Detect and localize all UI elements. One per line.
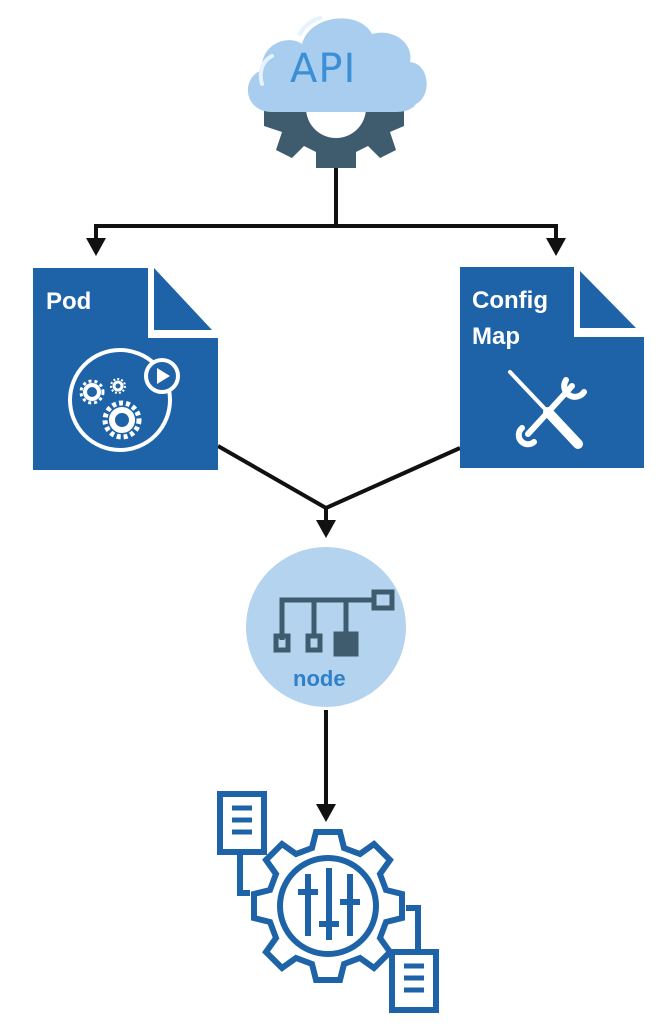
node-label: node: [293, 666, 346, 691]
network-tree-icon: [273, 589, 395, 657]
configmap-label-line2: Map: [472, 323, 520, 350]
configmap-label-line1: Config: [472, 287, 548, 314]
edge-docs-to-node: [217, 444, 461, 524]
gear-sliders-documents-icon[interactable]: [217, 791, 439, 1013]
arrowhead-pod: [86, 238, 106, 256]
node-circle[interactable]: [246, 547, 406, 707]
arrowhead-configmap: [546, 238, 566, 256]
arrowhead-node: [316, 520, 336, 538]
api-cloud-icon: [247, 16, 427, 112]
pod-label: Pod: [46, 288, 92, 315]
configmap-document[interactable]: [460, 267, 644, 468]
pod-document[interactable]: [33, 268, 218, 470]
arrowhead-settings: [316, 804, 336, 822]
pod-gears-play-icon: [68, 348, 180, 452]
api-label: API: [290, 46, 357, 92]
tools-icon: [508, 370, 587, 449]
